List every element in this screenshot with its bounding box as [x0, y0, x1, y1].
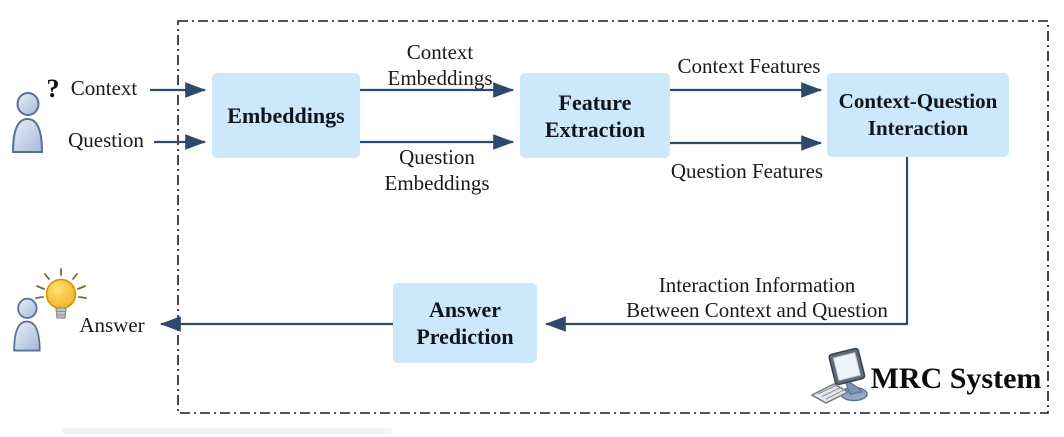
computer-icon — [810, 347, 868, 404]
answer-output-label: Answer — [79, 313, 145, 337]
question-embeddings-label: Question Embeddings — [384, 145, 490, 195]
question-features-label: Question Features — [670, 159, 824, 183]
context-features-label: Context Features — [677, 54, 821, 78]
user-icon — [11, 92, 44, 153]
interaction-information-label: Interaction Information Between Context … — [626, 273, 888, 322]
context-embeddings-label: Context Embeddings — [387, 40, 493, 90]
module-context-question-interaction: Context-Question Interaction — [827, 73, 1009, 157]
module-answer-prediction: Answer Prediction — [393, 283, 537, 363]
context-input-label: Context — [70, 76, 138, 100]
bottom-smudge — [62, 428, 392, 434]
system-boundary — [177, 20, 1049, 414]
module-feature-extraction: Feature Extraction — [520, 73, 670, 158]
lightbulb-icon — [35, 268, 87, 319]
user-icon — [13, 297, 41, 352]
arrow-interaction-information — [544, 157, 909, 332]
question-mark: ? — [46, 74, 60, 103]
module-embeddings: Embeddings — [212, 73, 360, 158]
system-title: MRC System — [870, 362, 1042, 395]
question-input-label: Question — [68, 128, 144, 152]
